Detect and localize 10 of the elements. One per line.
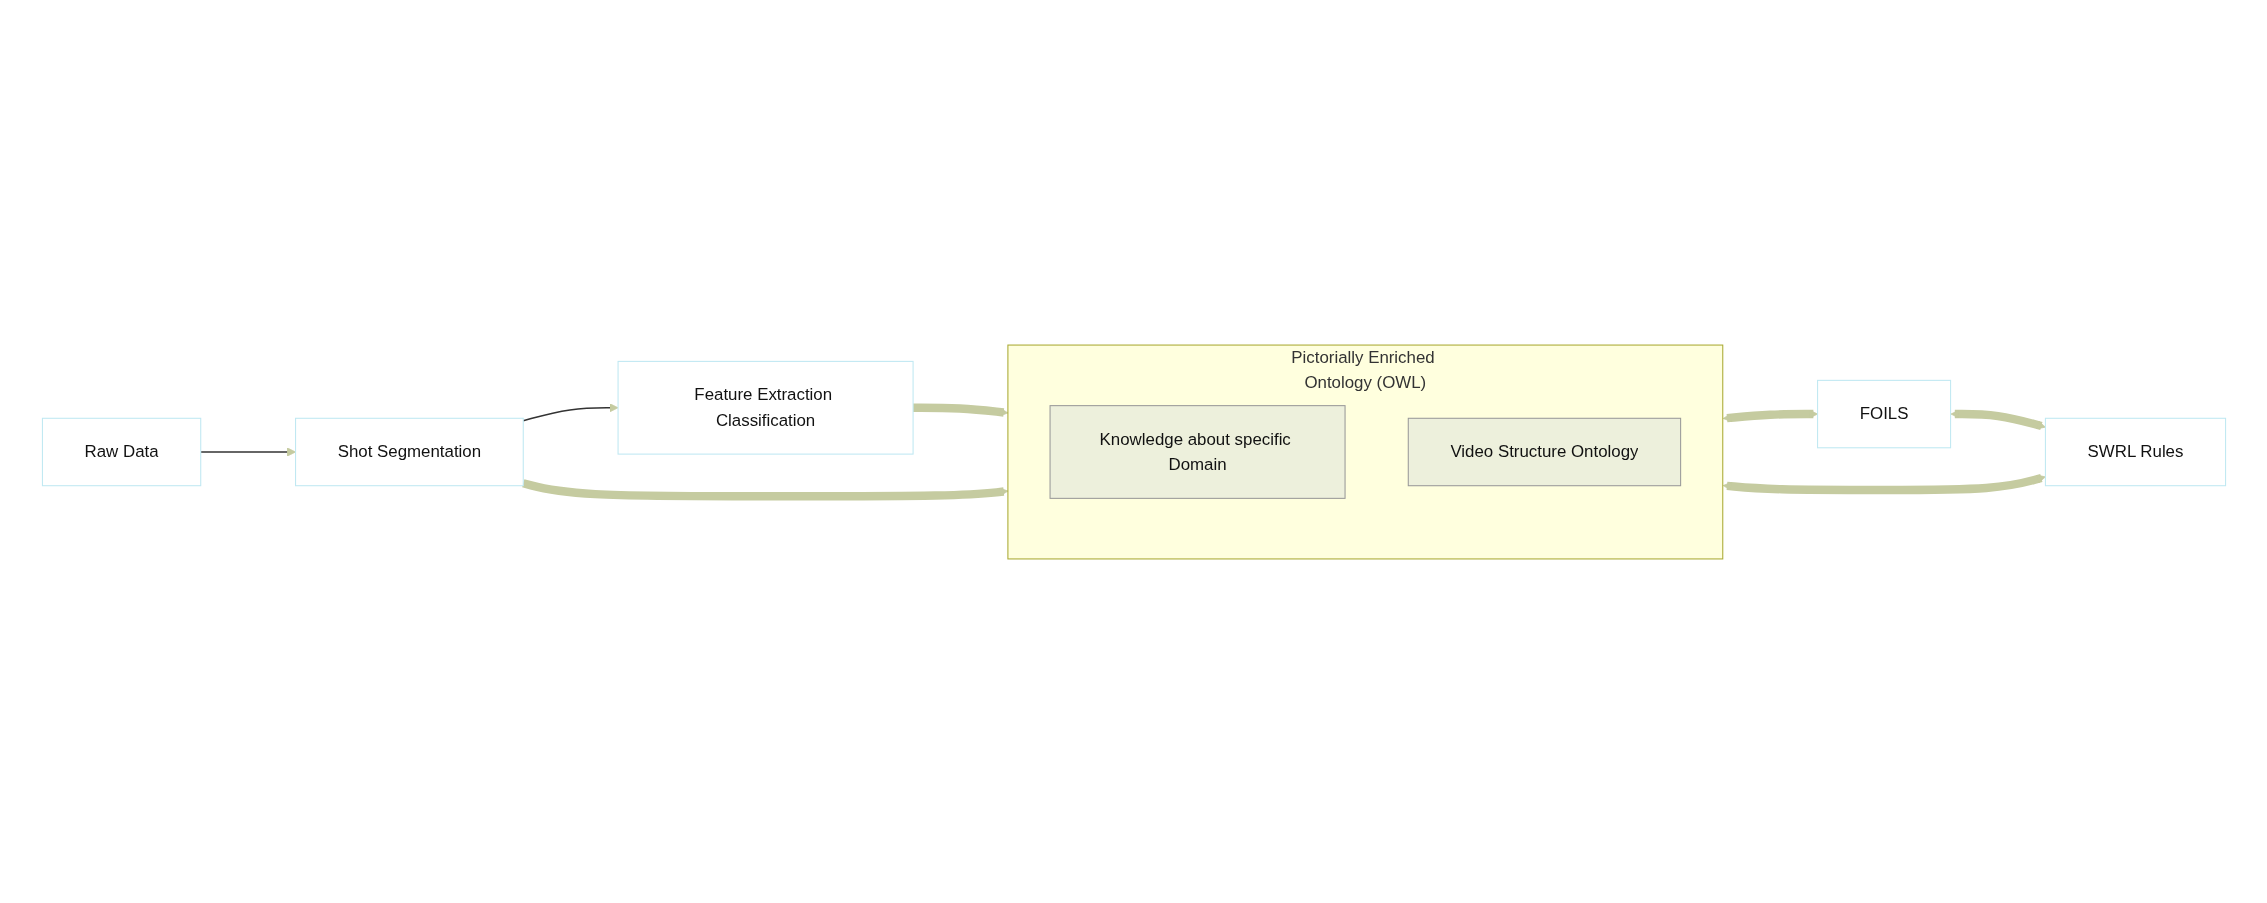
arrow [912,403,1008,417]
node-box: Knowledge about specific Domain [1049,404,1346,499]
node-box: FOILS [1816,379,1951,448]
node-box: Feature Extraction Classification [617,360,914,455]
arrow [1722,408,1818,422]
node-box: Shot Segmentation [294,417,524,486]
arrow [521,478,1008,500]
node-box: SWRL Rules [2044,417,2226,486]
node-box: Raw Data [41,417,201,486]
node-box: Video Structure Ontology [1407,417,1681,486]
